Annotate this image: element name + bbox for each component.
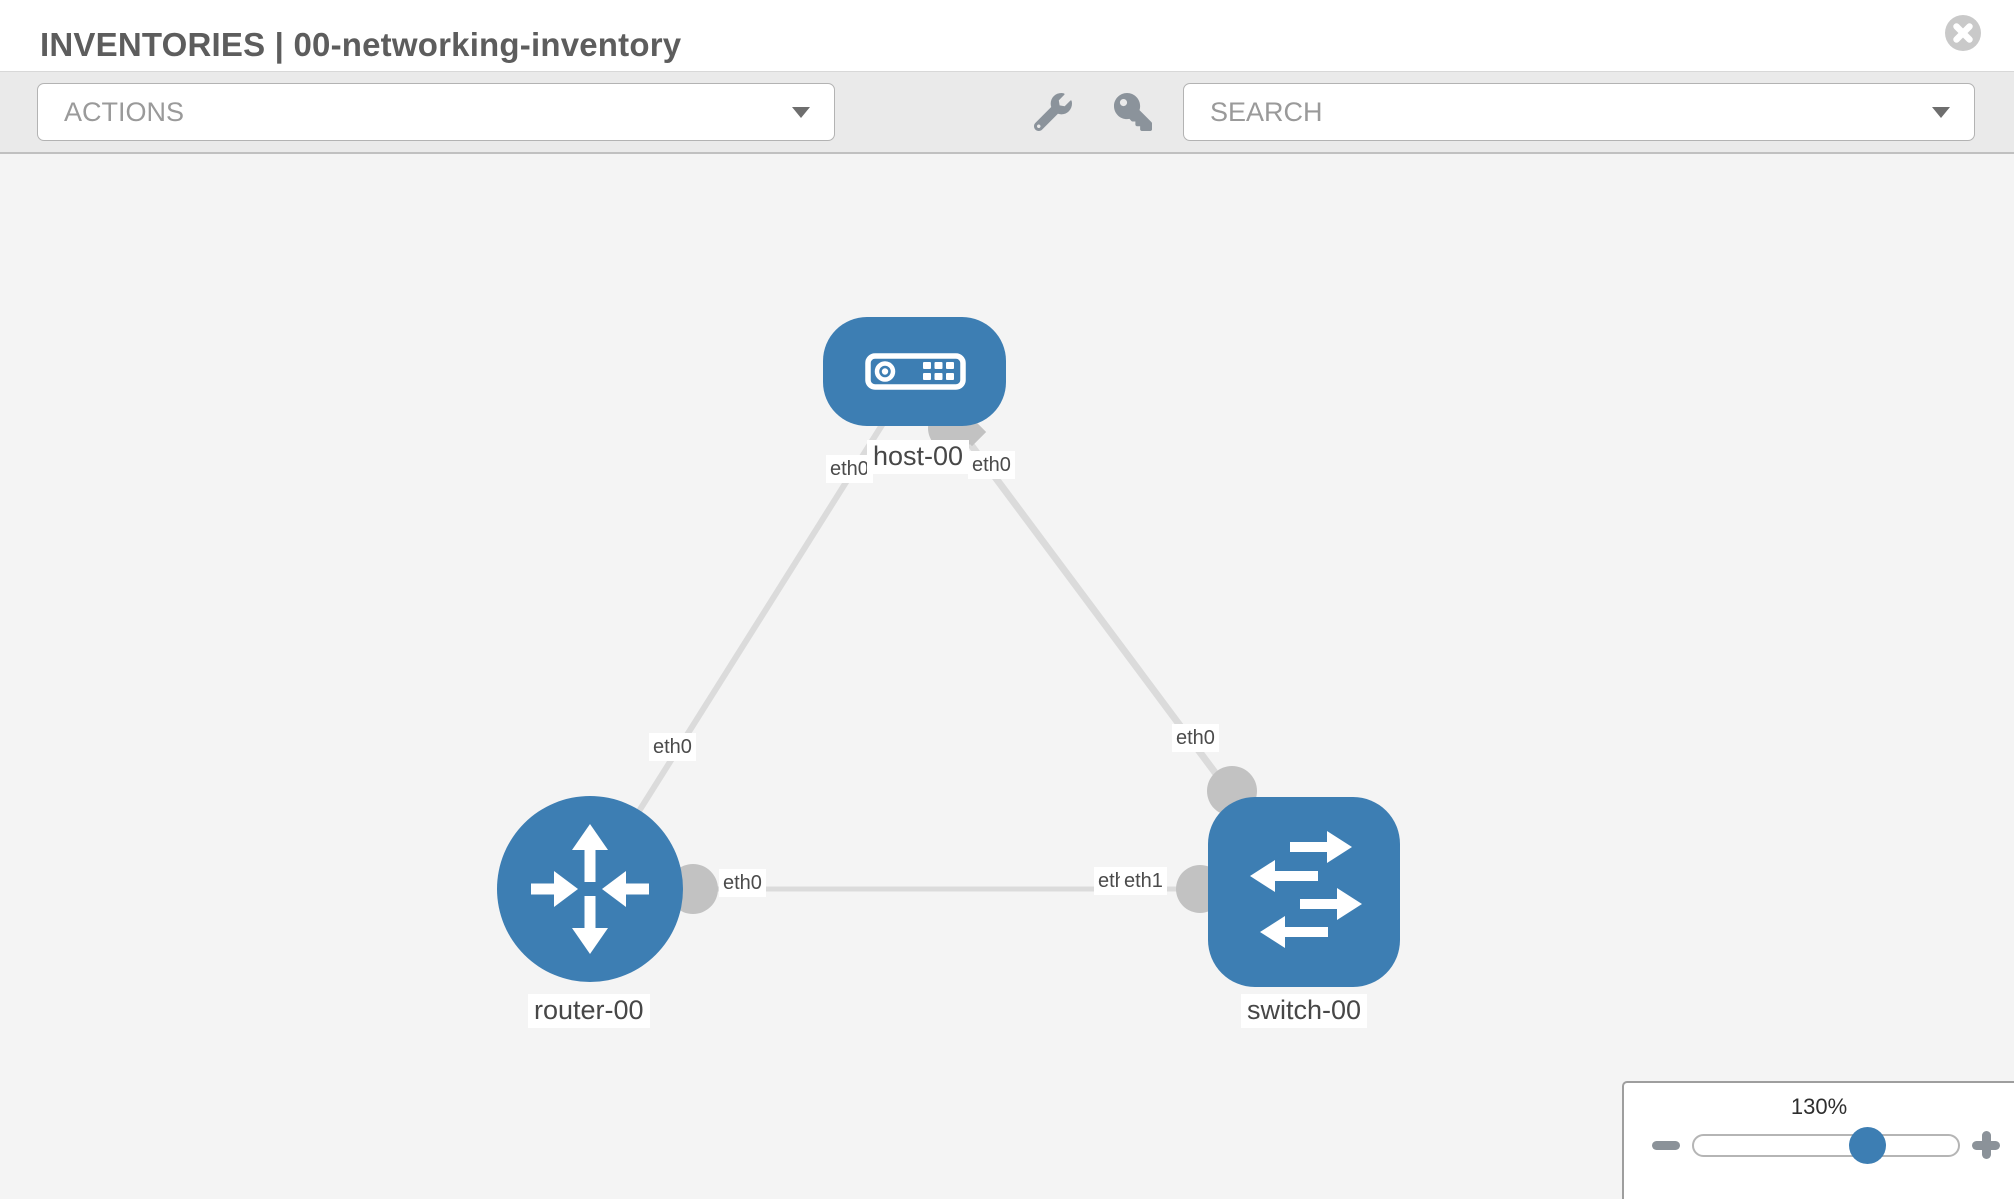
switch-icon [1250, 831, 1362, 948]
node-label-switch: switch-00 [1241, 994, 1368, 1028]
host-icon [865, 353, 966, 390]
toolbar: ACTIONS SEARCH [0, 72, 2014, 154]
interface-label: eth0 [826, 455, 873, 483]
zoom-slider-handle[interactable] [1849, 1127, 1886, 1164]
topology-canvas[interactable]: eth0 eth0 eth0 eth0 eth0 eth0 eth1 host-… [0, 154, 2014, 1199]
chevron-down-icon [1932, 107, 1950, 118]
node-host-00[interactable] [823, 317, 1006, 426]
toolbar-icons [1034, 72, 1152, 152]
zoom-level: 130% [1790, 1094, 1848, 1119]
credentials-button[interactable] [1114, 93, 1152, 131]
chevron-down-icon [792, 107, 810, 118]
interface-label: eth0 [719, 869, 766, 897]
actions-dropdown[interactable]: ACTIONS [37, 83, 835, 141]
wrench-icon [1034, 93, 1072, 131]
interface-label: eth0 [1172, 724, 1219, 752]
zoom-in-button[interactable] [1972, 1131, 2000, 1159]
zoom-panel: 130% [1622, 1081, 2014, 1199]
node-label-host: host-00 [867, 440, 970, 474]
actions-dropdown-label: ACTIONS [64, 96, 185, 127]
key-icon [1114, 93, 1152, 131]
interface-label: eth0 [968, 451, 1015, 479]
zoom-slider-track[interactable] [1692, 1127, 1960, 1164]
interface-label: eth0 [649, 733, 696, 761]
zoom-out-button[interactable] [1652, 1141, 1680, 1150]
close-icon [1953, 23, 1973, 43]
topology-links [587, 368, 1307, 914]
node-switch-00[interactable] [1208, 797, 1400, 987]
node-label-router: router-00 [528, 994, 650, 1028]
search-dropdown[interactable]: SEARCH [1183, 83, 1975, 141]
page-title: INVENTORIES | 00-networking-inventory [40, 26, 682, 63]
search-placeholder: SEARCH [1210, 96, 1323, 127]
close-button[interactable] [1945, 15, 1981, 51]
configure-button[interactable] [1034, 93, 1072, 131]
router-icon [531, 824, 649, 954]
node-router-00[interactable] [497, 796, 683, 982]
header: INVENTORIES | 00-networking-inventory [0, 0, 2014, 72]
interface-label: eth1 [1120, 867, 1167, 895]
